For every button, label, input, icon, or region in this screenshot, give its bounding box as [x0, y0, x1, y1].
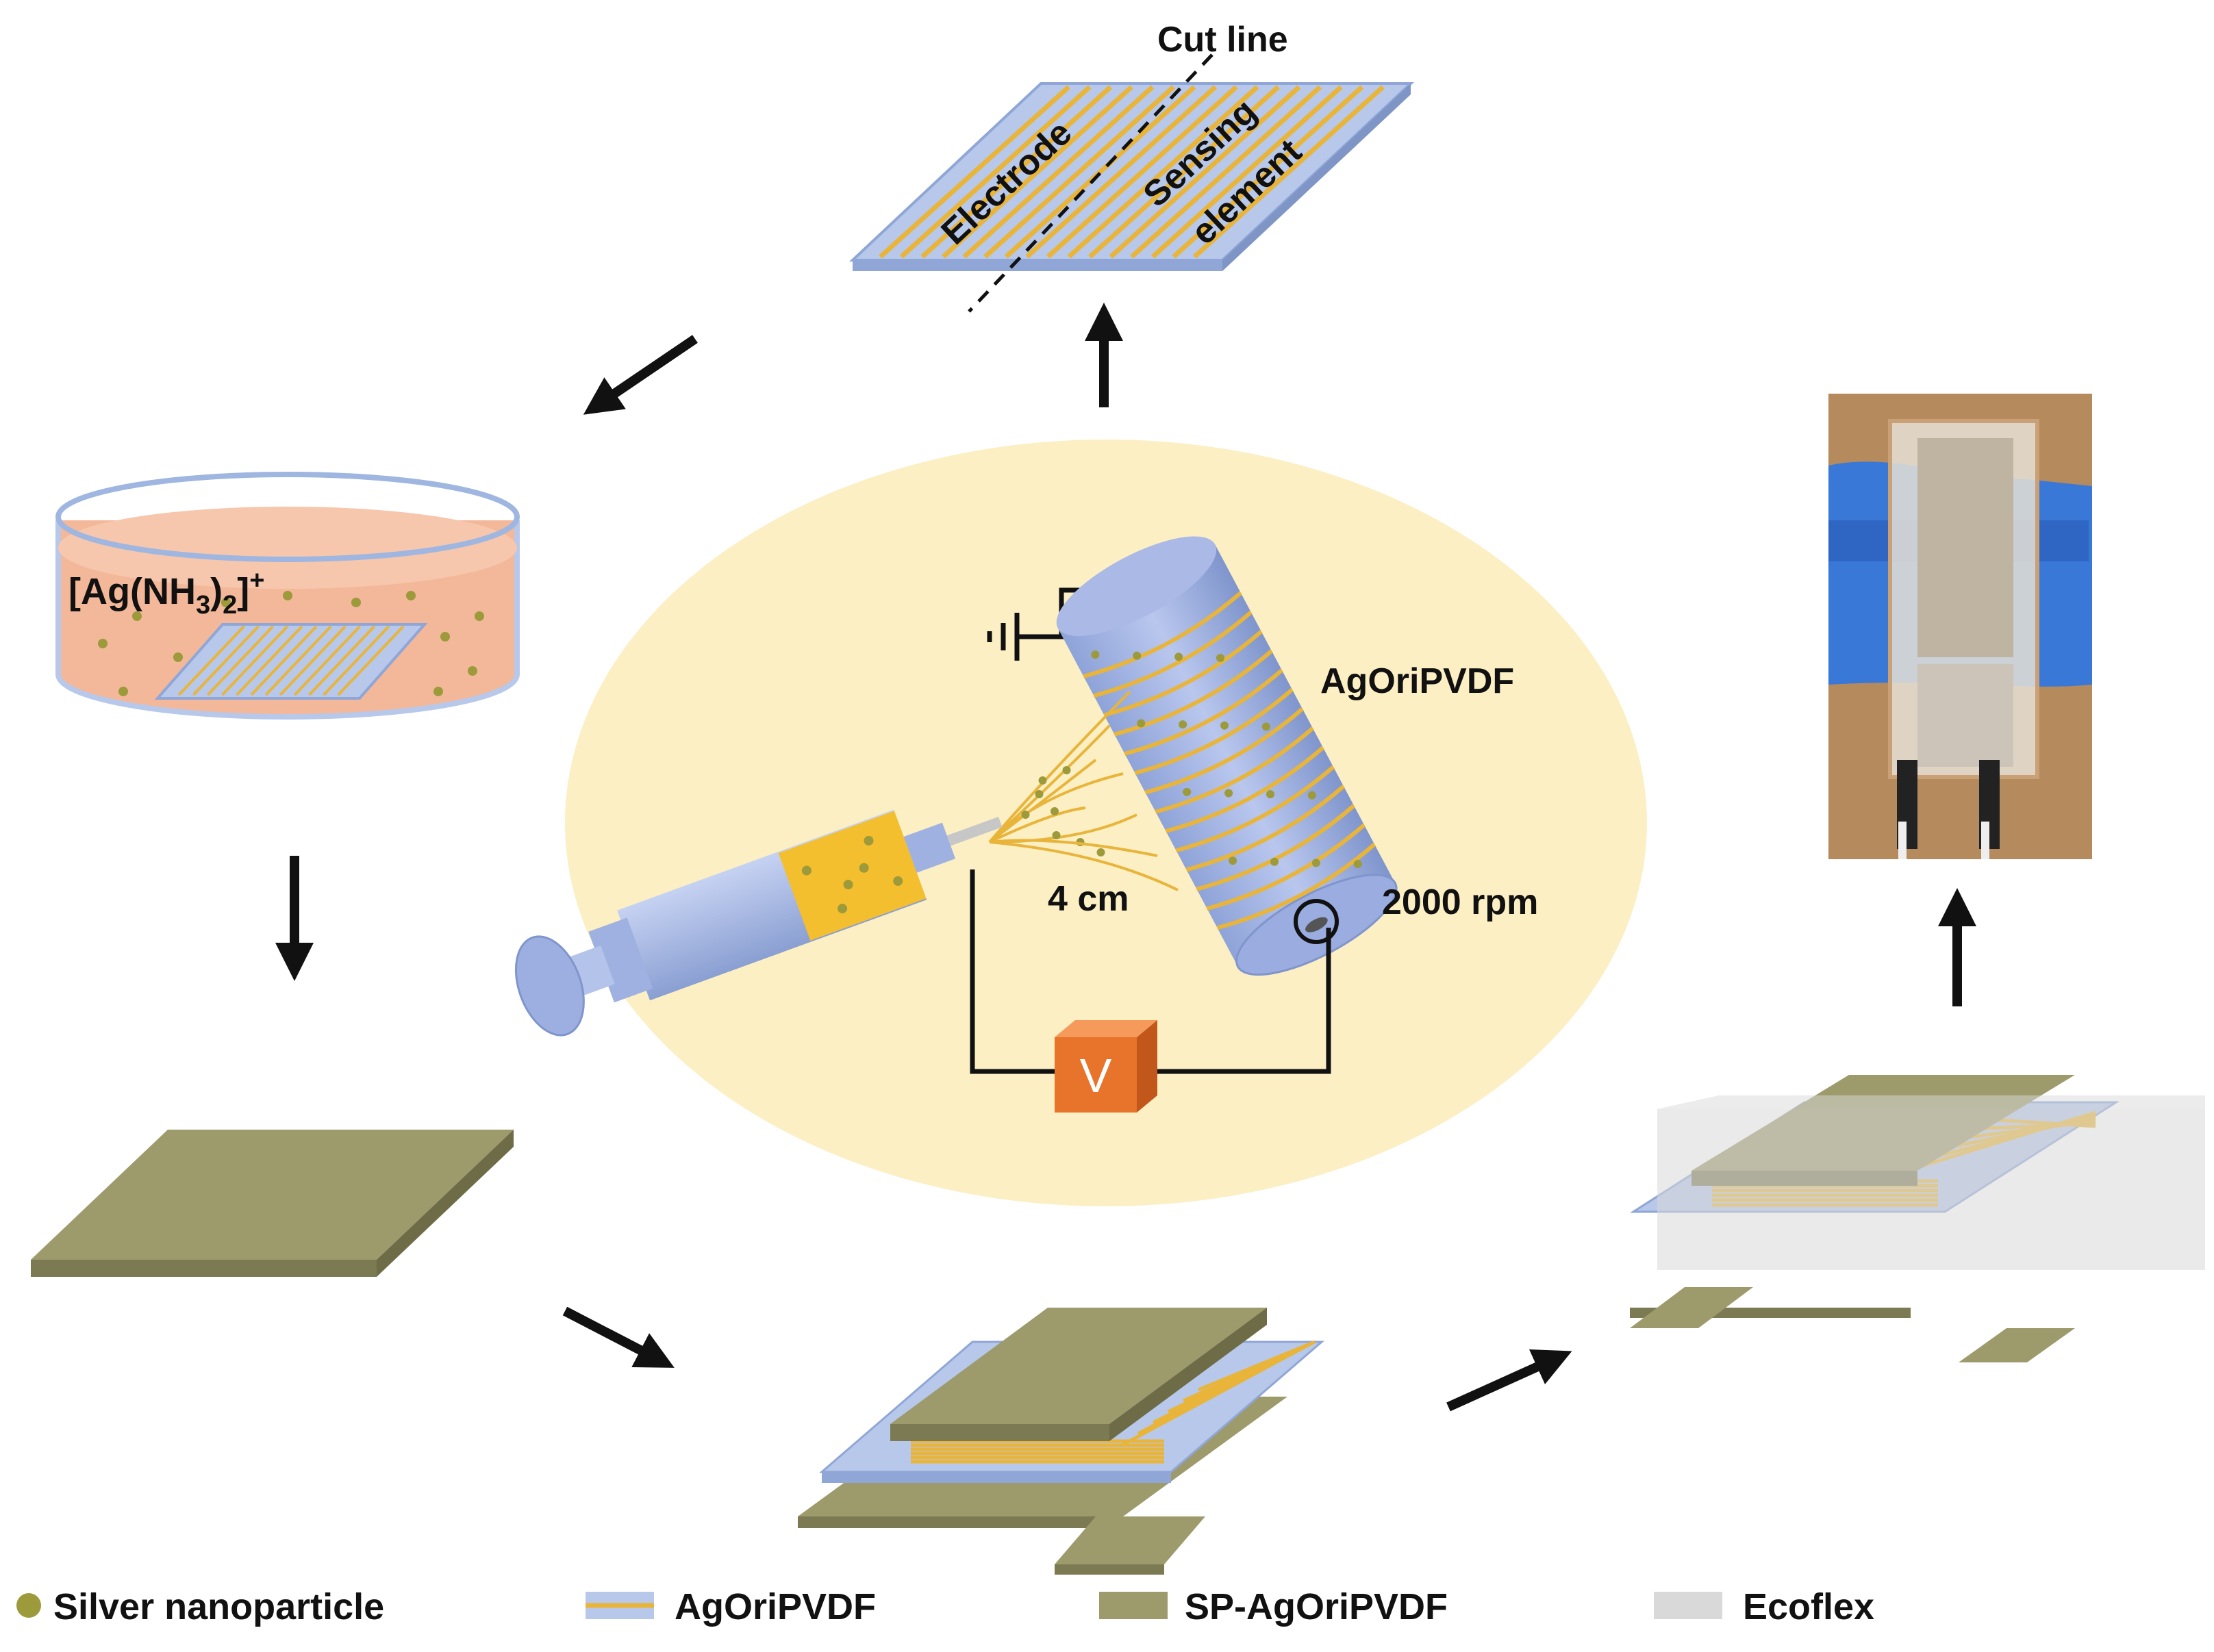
encapsulated-sensor	[1629, 1075, 2205, 1362]
legend-swatch-ecoflex	[1654, 1592, 1722, 1619]
voltage-source-box	[1055, 1037, 1137, 1113]
legend-label-sp-agoripvdf: SP-AgOriPVDF	[1185, 1586, 1448, 1627]
electrospinning-background	[565, 440, 1647, 1206]
petri-dish	[55, 472, 520, 720]
arrow-to-encapsulation	[1446, 1349, 1572, 1412]
rotation-speed-label: 2000 rpm	[1382, 882, 1538, 922]
legend-label-ecoflex: Ecoflex	[1743, 1586, 1874, 1627]
legend-swatch-silver-nanoparticle	[16, 1593, 41, 1618]
legend-label-silver-nanoparticle: Silver nanoparticle	[53, 1586, 384, 1627]
fiber-name-label: AgOriPVDF	[1320, 661, 1514, 701]
voltage-label: V	[1080, 1049, 1112, 1102]
distance-label: 4 cm	[1048, 879, 1129, 919]
sandwich-assembly	[798, 1308, 1325, 1575]
cut-line	[968, 53, 1213, 313]
legend: Silver nanoparticle AgOriPVDF SP-AgOriPV…	[16, 1586, 1874, 1627]
cut-line-label: Cut line	[1157, 20, 1288, 60]
legend-label-agoripvdf: AgOriPVDF	[675, 1586, 876, 1627]
silver-complex-label: [Ag(NH3)2]+	[68, 566, 264, 620]
legend-swatch-sp-agoripvdf	[1099, 1592, 1168, 1619]
electrode-sheet	[848, 82, 1415, 271]
arrow-to-dish	[583, 335, 698, 415]
arrow-to-sandwich	[562, 1306, 675, 1368]
electrospinning-setup: V	[514, 536, 1398, 1113]
sp-sheet	[31, 1130, 514, 1277]
device-photo	[1828, 394, 2092, 859]
